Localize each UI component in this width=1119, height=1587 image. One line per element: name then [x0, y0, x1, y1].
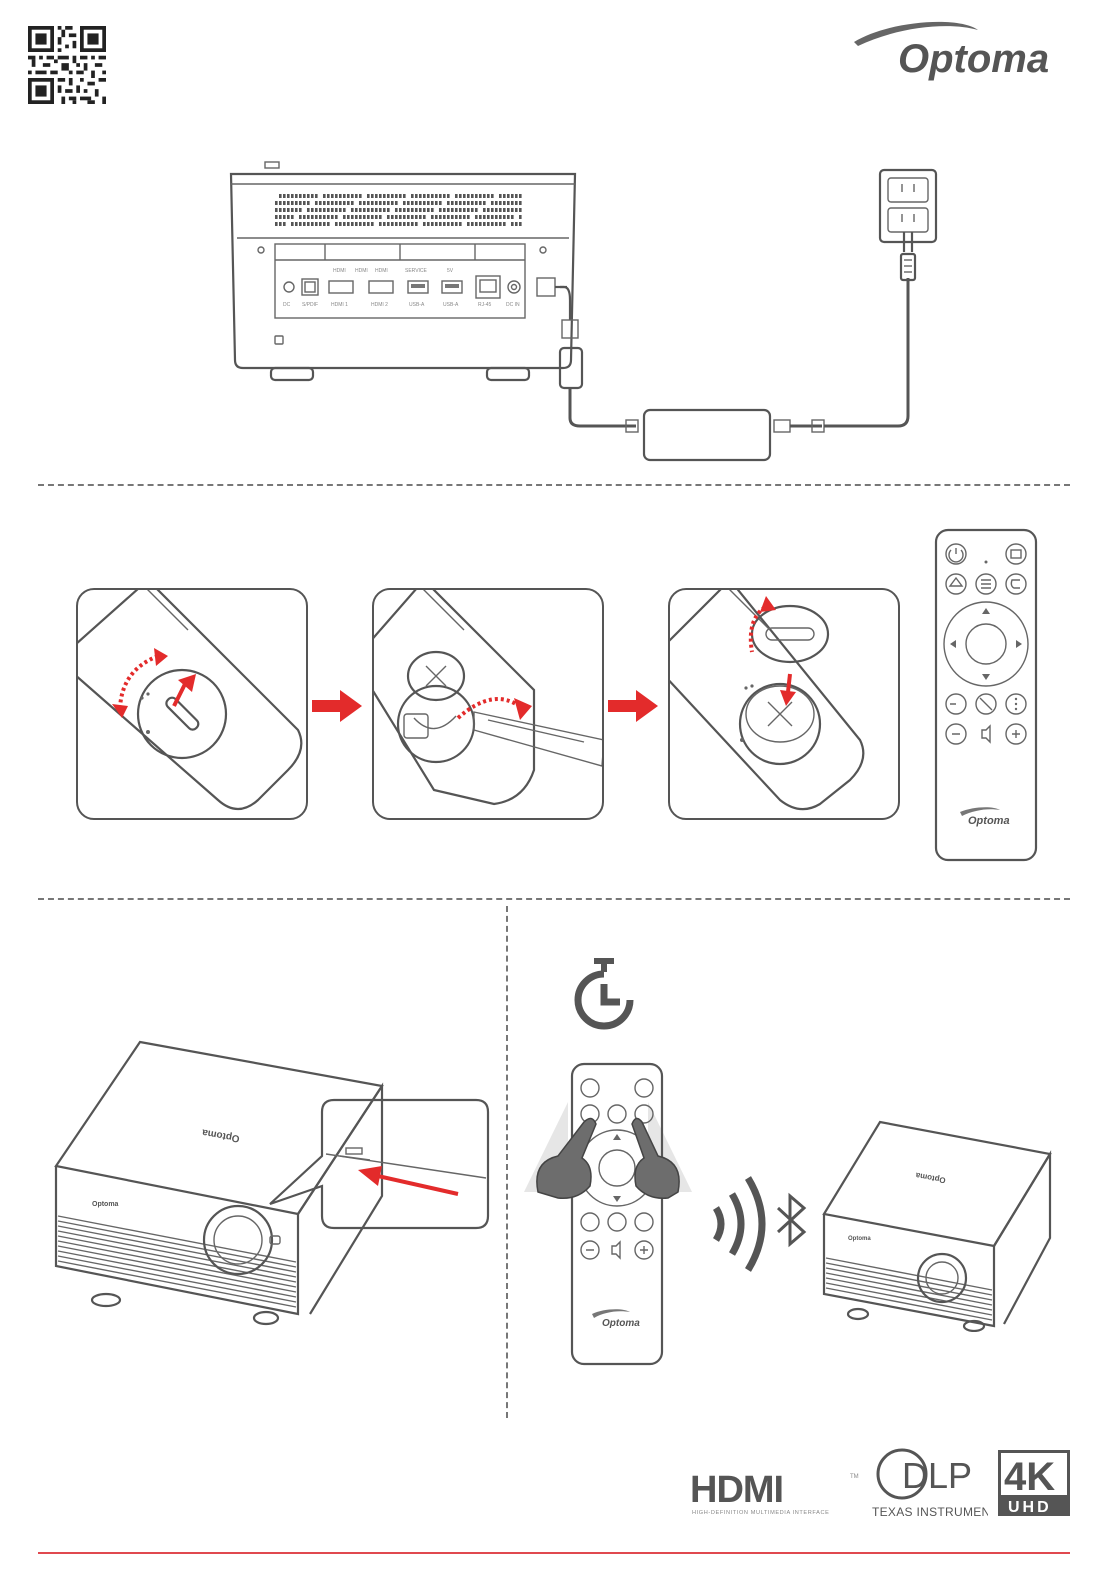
dlp-logo: DLP TEXAS INSTRUMENTS	[872, 1446, 988, 1520]
hdmi-tagline: HIGH-DEFINITION MULTIMEDIA INTERFACE	[692, 1510, 829, 1516]
port-label: HDMI 2	[371, 302, 388, 308]
port-badge: 5V	[447, 268, 454, 274]
projector-brand-top: Optoma	[201, 1126, 241, 1143]
back-icon	[1006, 574, 1026, 594]
speaker-icon	[982, 726, 990, 742]
port-badge: SERVICE	[405, 268, 428, 274]
optoma-logo: Optoma	[850, 18, 1075, 88]
ok-icon	[966, 624, 1006, 664]
dlp-maker: TEXAS INSTRUMENTS	[872, 1505, 988, 1519]
remote-brand: Optoma	[968, 815, 1010, 827]
brand-text: Optoma	[898, 37, 1049, 81]
dlp-text: DLP	[902, 1455, 972, 1496]
battery-step-1-panel	[76, 588, 308, 820]
battery-step-2-panel	[372, 588, 604, 820]
step-arrow-1	[312, 688, 362, 724]
port-label: S/PDIF	[302, 302, 318, 308]
projector-brand-front: Optoma	[92, 1201, 119, 1208]
power-cable-illustration	[540, 160, 950, 470]
port-label: RJ-45	[478, 302, 492, 308]
port-label: DC IN	[506, 302, 520, 308]
port-label: DC	[283, 302, 291, 308]
qr-code-icon	[28, 26, 106, 104]
pairing-remote-brand: Optoma	[602, 1318, 640, 1329]
projector-front-illustration: Optoma Optoma	[40, 1036, 490, 1326]
section-divider	[38, 898, 1070, 900]
uhd-text: UHD	[1008, 1499, 1052, 1516]
uhd-4k-text: 4K	[1004, 1455, 1055, 1499]
hdmi-text: HDMI	[690, 1470, 783, 1511]
step-arrow-2	[608, 688, 658, 724]
signal-waves-icon	[708, 1168, 812, 1280]
footer-rule	[38, 1552, 1070, 1554]
port-badge: HDMI	[375, 268, 388, 274]
paired-projector-brand: Optoma	[914, 1171, 946, 1185]
paired-projector-brand-front: Optoma	[848, 1236, 871, 1242]
stopwatch-icon	[570, 958, 642, 1034]
port-badge: HDMI	[355, 268, 368, 274]
port-badge: HDMI	[333, 268, 346, 274]
port-label: HDMI 1	[331, 302, 348, 308]
hdmi-tm: TM	[850, 1474, 859, 1480]
port-label: USB-A	[409, 302, 425, 308]
paired-projector-illustration: Optoma Optoma	[818, 1118, 1054, 1332]
remote-control: Optoma	[934, 528, 1038, 862]
input-icon	[1006, 544, 1026, 564]
bluetooth-icon	[778, 1196, 804, 1244]
section-divider	[38, 484, 1070, 486]
uhd-4k-logo: 4K UHD	[998, 1450, 1070, 1516]
projector-rear-illustration: HDMI HDMI HDMI SERVICE 5V DC S/PDIF HDMI…	[225, 160, 585, 390]
battery-step-3-panel	[668, 588, 900, 820]
pairing-remote: Optoma	[508, 1062, 708, 1368]
port-label: USB-A	[443, 302, 459, 308]
hdmi-logo: HDMI TM HIGH-DEFINITION MULTIMEDIA INTER…	[690, 1470, 870, 1520]
